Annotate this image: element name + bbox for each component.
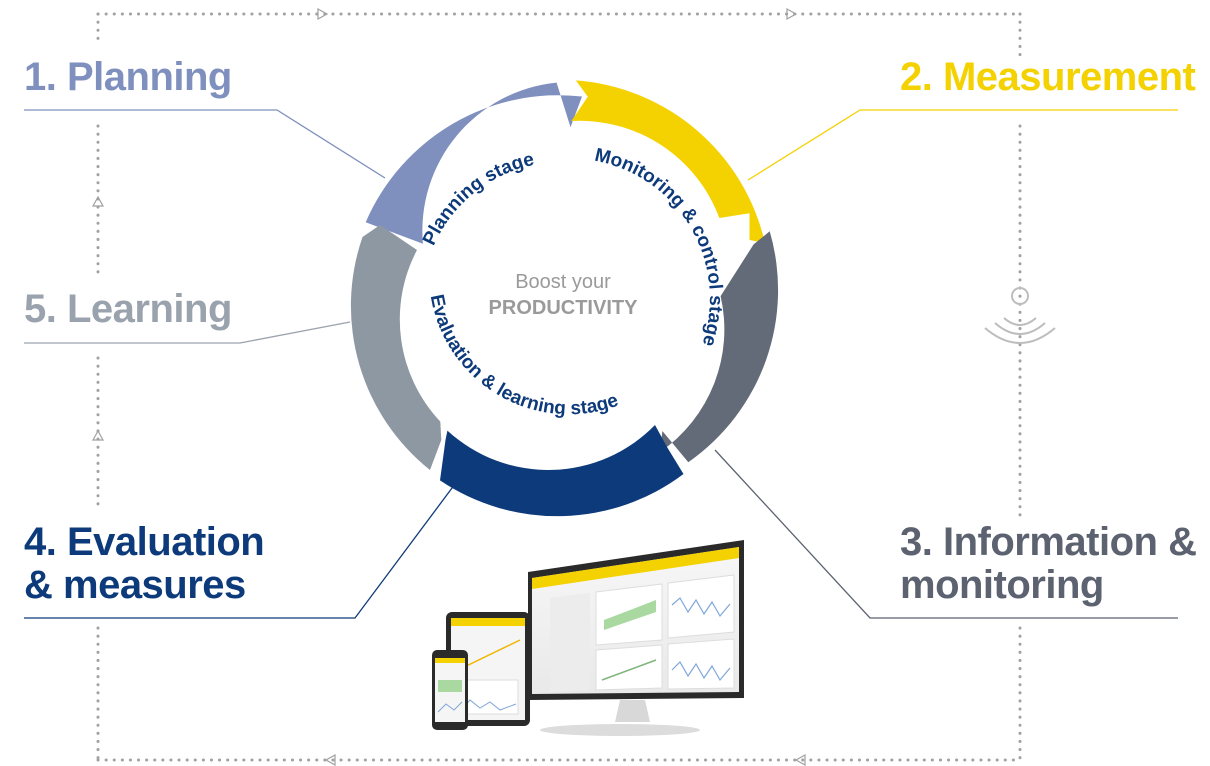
frame-arrow-icons: [91, 7, 806, 766]
dotted-frame: [96, 12, 1022, 762]
measurement-segment: [571, 80, 765, 244]
learning-segment: [350, 225, 442, 470]
ring: [350, 80, 779, 517]
wireless-signal-icon: [984, 287, 1056, 344]
step-information-line-2: monitoring: [900, 563, 1104, 608]
leader-lines: [24, 109, 1178, 619]
step-information-line-1: 3. Information &: [900, 520, 1197, 564]
step-planning-label: 1. Planning: [24, 55, 232, 99]
information-segment: [660, 231, 779, 463]
evaluation-segment: [440, 425, 684, 517]
step-measurement-label: 2. Measurement: [900, 55, 1196, 99]
center-line-1: Boost your: [515, 271, 611, 293]
center-line-2: PRODUCTIVITY: [489, 297, 639, 319]
step-information-label: 3. Information & monitoring: [900, 520, 1197, 608]
step-evaluation-line-1: 4. Evaluation: [24, 520, 265, 564]
devices-illustration: [432, 540, 744, 736]
center-text: Boost your PRODUCTIVITY: [489, 271, 639, 319]
step-evaluation-line-2: & measures: [24, 563, 246, 608]
step-evaluation-label: 4. Evaluation & measures: [24, 520, 265, 608]
step-measurement-text: 2. Measurement: [900, 55, 1196, 99]
step-planning-text: 1. Planning: [24, 55, 232, 99]
step-learning-label: 5. Learning: [24, 287, 232, 331]
planning-segment: [365, 82, 582, 244]
step-learning-text: 5. Learning: [24, 287, 232, 331]
